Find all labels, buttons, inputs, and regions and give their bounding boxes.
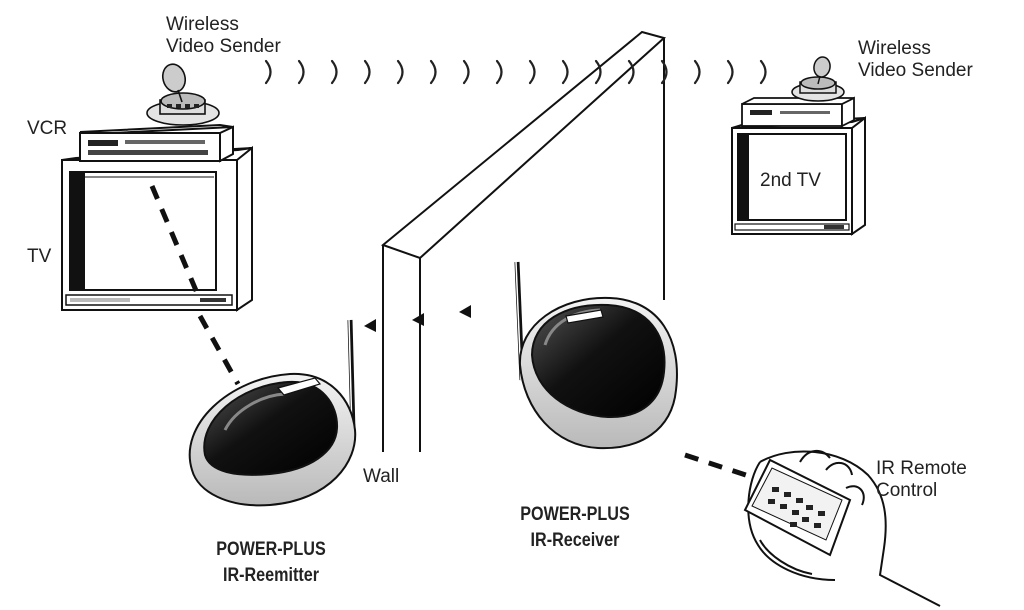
ir-beam-icon — [149, 185, 771, 486]
vcr-label: VCR — [27, 118, 68, 139]
sender-left-label-line2: Video Sender — [166, 36, 281, 57]
second-tv-label: 2nd TV — [760, 170, 821, 191]
radio-wave-arc — [726, 59, 734, 85]
radio-wave-arc — [528, 59, 536, 85]
radio-wave-arc — [330, 59, 338, 85]
radio-waves-icon — [264, 59, 767, 85]
tv-label: TV — [27, 246, 52, 267]
radio-wave-arc — [660, 59, 668, 85]
radio-wave-arc — [627, 59, 635, 85]
receiver-label-line2: IR-Receiver — [530, 530, 620, 551]
sender-right-label-line2: Video Sender — [858, 60, 973, 81]
ir-remote-control — [743, 450, 941, 607]
second-vcr — [741, 96, 855, 128]
radio-wave-arc — [693, 59, 701, 85]
wall-label: Wall — [363, 466, 400, 487]
radio-wave-arc — [759, 59, 767, 85]
radio-wave-arc — [462, 59, 470, 85]
sender-right-label-line1: Wireless — [858, 38, 931, 59]
remote-label-line1: IR Remote — [876, 458, 967, 479]
wireless-video-sender-left — [146, 63, 220, 126]
wireless-video-sender-right — [791, 56, 845, 102]
ir-arrows-icon — [364, 305, 471, 332]
radio-wave-arc — [396, 59, 404, 85]
sender-left-label-line1: Wireless — [166, 14, 239, 35]
radio-wave-arc — [495, 59, 503, 85]
main-tv — [61, 145, 253, 312]
ir-receiver-device — [514, 261, 678, 450]
reemitter-label-line2: IR-Reemitter — [222, 565, 320, 586]
vcr — [79, 123, 234, 163]
radio-wave-arc — [561, 59, 569, 85]
reemitter-label-line1: POWER-PLUS — [216, 539, 326, 560]
radio-wave-arc — [429, 59, 437, 85]
ir-reemitter-device — [188, 319, 357, 507]
second-tv — [731, 115, 866, 236]
radio-wave-arc — [594, 59, 602, 85]
radio-wave-arc — [297, 59, 305, 85]
receiver-label-line1: POWER-PLUS — [520, 504, 630, 525]
radio-wave-arc — [264, 59, 272, 85]
radio-wave-arc — [363, 59, 371, 85]
remote-label-line2: Control — [876, 480, 938, 501]
